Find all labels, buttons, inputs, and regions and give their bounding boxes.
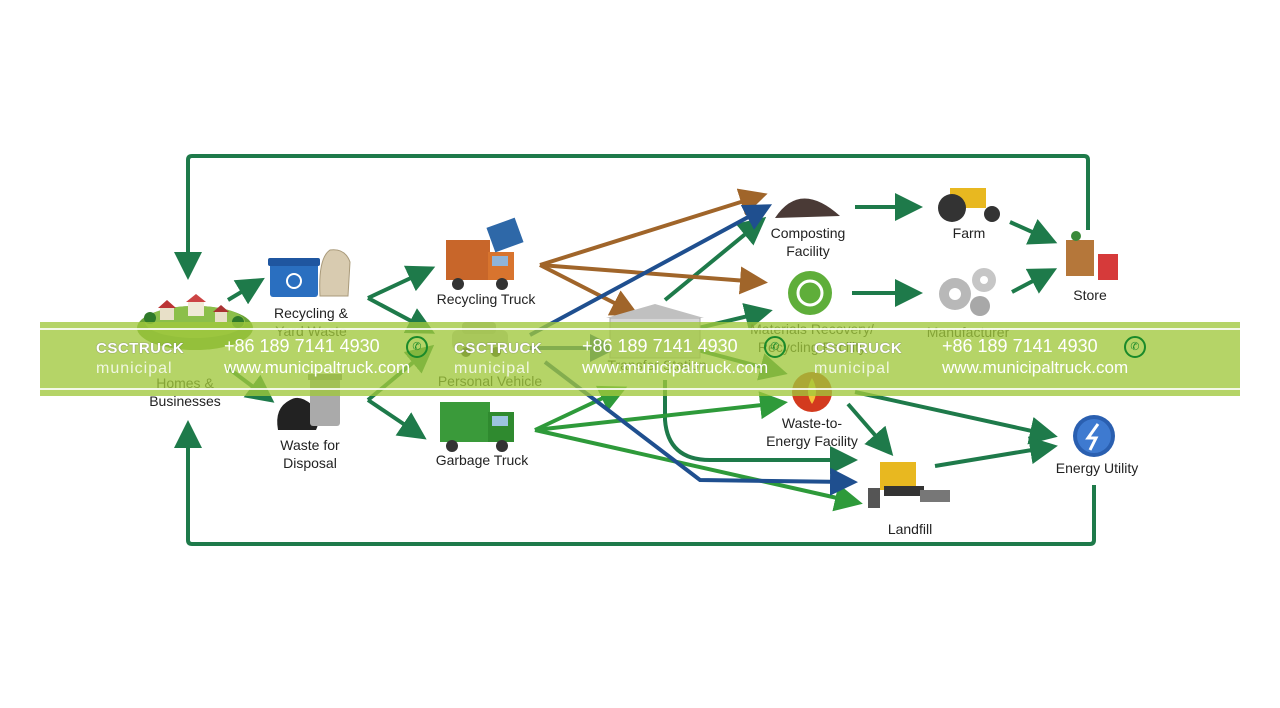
shopping-bags-icon — [1066, 231, 1118, 280]
garbage-truck-icon — [440, 402, 514, 452]
gears-icon — [939, 268, 996, 316]
recycling-bin-icon — [268, 249, 351, 297]
label-energy: Energy Utility — [1056, 460, 1138, 476]
watermark-brand: CSCTRUCK — [454, 340, 543, 357]
label-landfill: Landfill — [888, 521, 932, 537]
loop-arrows — [174, 154, 1096, 546]
label-farm: Farm — [953, 225, 986, 241]
watermark-phone: +86 189 7141 4930 — [582, 336, 738, 356]
watermark-sub: municipal — [454, 360, 531, 377]
bulldozer-icon — [868, 462, 950, 508]
watermark-block: CSCTRUCK municipal +86 189 7141 4930 ✆ w… — [454, 336, 834, 386]
watermark-band: CSCTRUCK municipal +86 189 7141 4930 ✆ w… — [40, 322, 1240, 396]
whatsapp-icon: ✆ — [406, 336, 428, 358]
recycle-icon — [788, 271, 832, 315]
watermark-url: www.municipaltruck.com — [942, 358, 1129, 377]
label-recycling-truck: Recycling Truck — [437, 291, 537, 307]
watermark-phone: +86 189 7141 4930 — [942, 336, 1098, 356]
watermark-phone: +86 189 7141 4930 — [224, 336, 380, 356]
tractor-icon — [938, 188, 1000, 222]
recycling-truck-icon — [446, 217, 524, 290]
watermark-sub: municipal — [96, 360, 173, 377]
watermark-block: CSCTRUCK municipal +86 189 7141 4930 ✆ w… — [96, 336, 476, 386]
label-garbage-truck: Garbage Truck — [436, 452, 530, 468]
watermark-sub: municipal — [814, 360, 891, 377]
label-wte: Waste-to-Energy Facility — [766, 415, 858, 449]
energy-utility-icon — [1073, 415, 1115, 457]
compost-pile-icon — [775, 198, 840, 218]
label-store: Store — [1073, 287, 1107, 303]
watermark-url: www.municipaltruck.com — [582, 358, 769, 377]
garbage-flows — [534, 385, 863, 512]
whatsapp-icon: ✆ — [1124, 336, 1146, 358]
watermark-url: www.municipaltruck.com — [224, 358, 411, 377]
whatsapp-icon: ✆ — [764, 336, 786, 358]
watermark-brand: CSCTRUCK — [814, 340, 903, 357]
watermark-block: CSCTRUCK municipal +86 189 7141 4930 ✆ w… — [814, 336, 1194, 386]
brown-flows — [539, 188, 768, 316]
watermark-brand: CSCTRUCK — [96, 340, 185, 357]
